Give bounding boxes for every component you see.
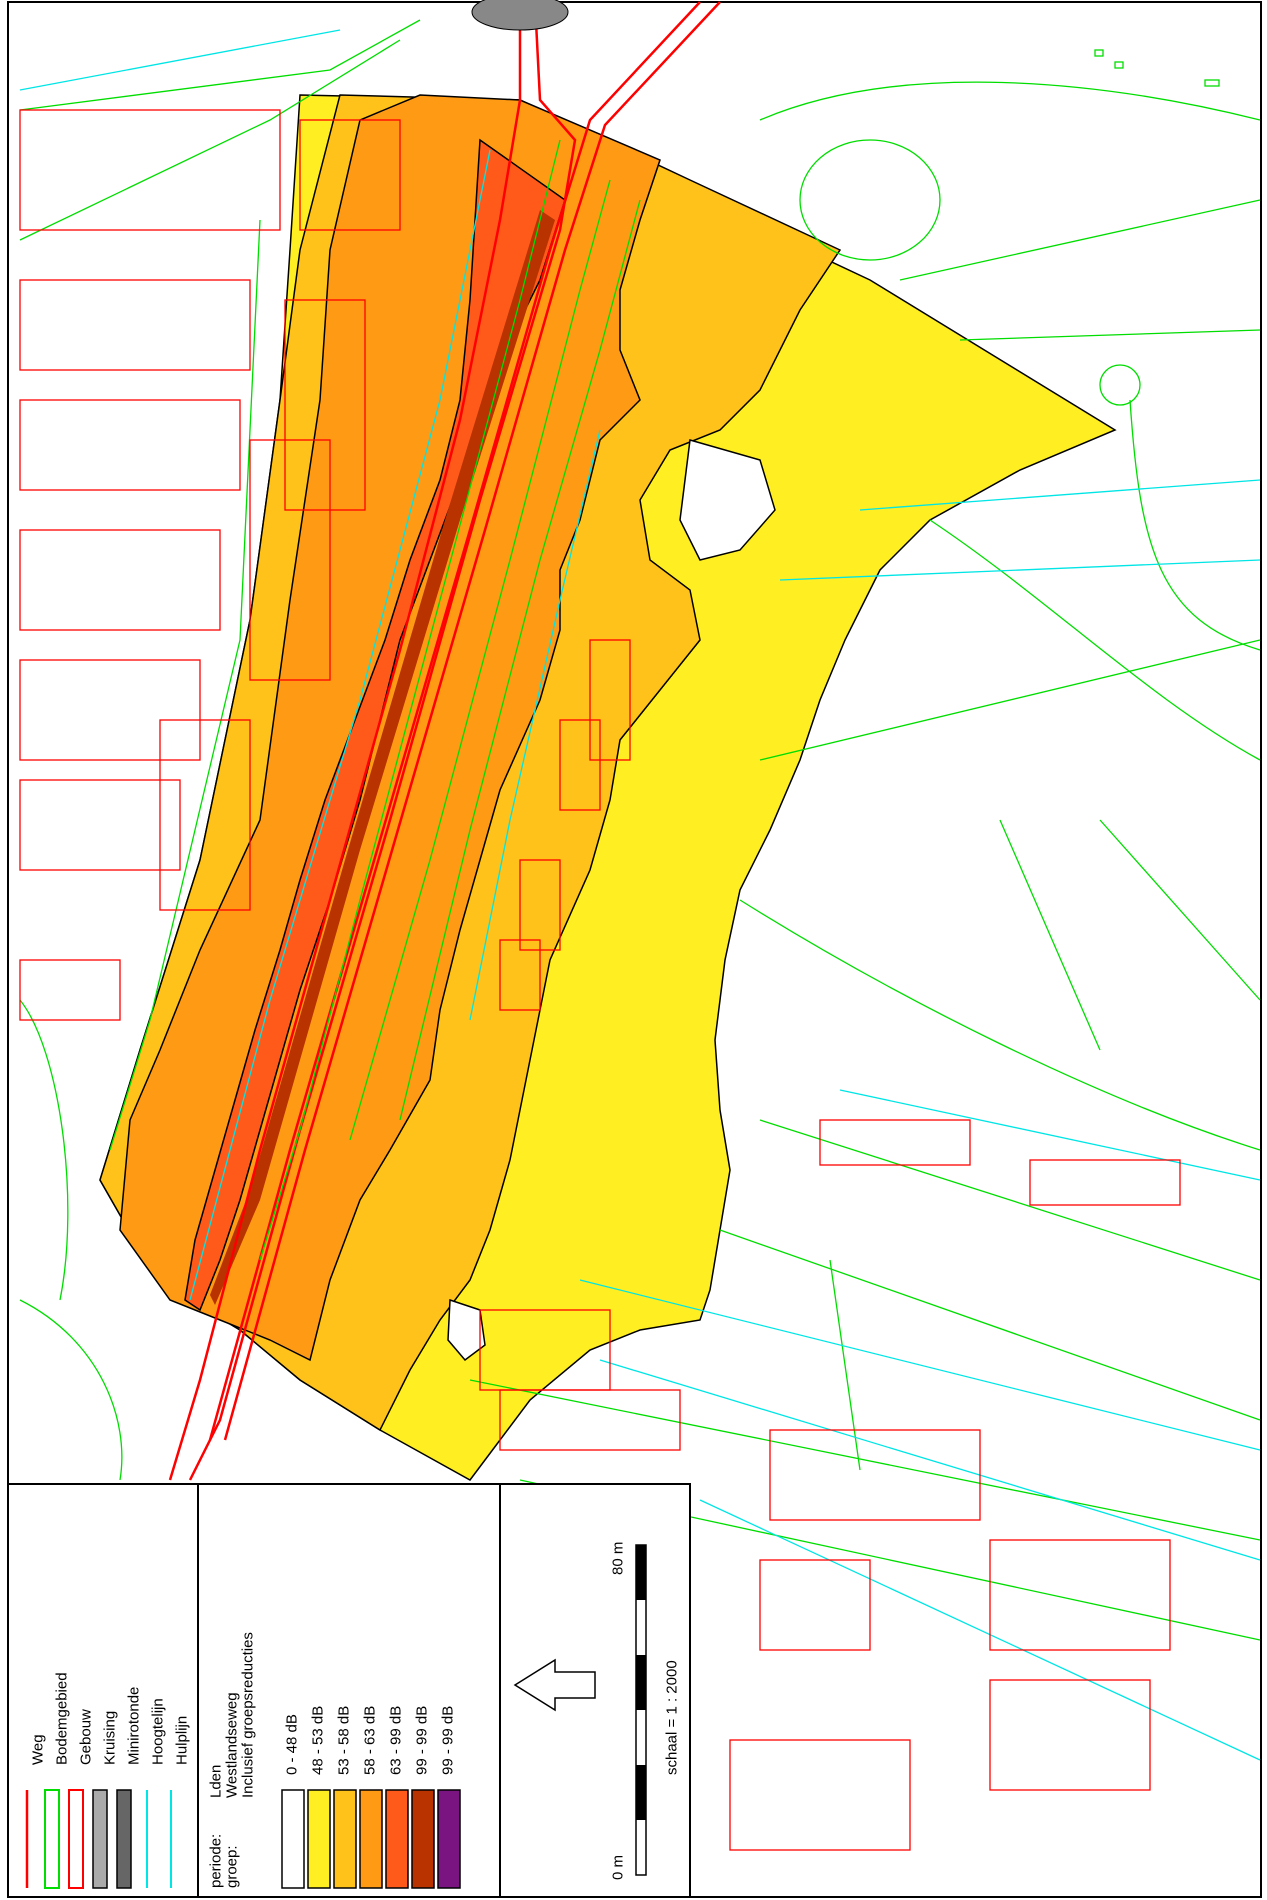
legend-label: Bodemgebied (53, 1672, 70, 1765)
mini-roundabout-icon (116, 1789, 132, 1889)
group-label: groep: (223, 1845, 240, 1888)
legend-class-label: 58 - 63 dB (361, 1706, 378, 1775)
group-note: Inclusief groepsreducties (239, 1632, 256, 1798)
legend-symbol-hoogtelijn: Hoogtelijn (146, 1698, 166, 1888)
legend-symbol-minirotonde: Minirotonde (116, 1687, 142, 1889)
height-lines (19, 29, 1261, 1761)
group-value: Westlandseweg (223, 1692, 240, 1798)
legend-symbol-kruising: Kruising (92, 1711, 118, 1889)
period-label: periode: (207, 1834, 224, 1888)
main-road-west (168, 2, 522, 1481)
crossing-icon (92, 1789, 108, 1889)
legend-symbol-weg: Weg (25, 1734, 46, 1888)
north-arrow-icon (513, 1658, 596, 1712)
legend-class-3: 58 - 63 dB (359, 1706, 383, 1889)
scale-bar: 0 m 80 m schaal = 1 : 2000 (609, 1542, 680, 1880)
legend-class-4: 63 - 99 dB (385, 1706, 409, 1889)
noise-contours (99, 94, 1117, 1481)
main-road-east (188, 1, 577, 1481)
legend-label: Gebouw (77, 1709, 94, 1765)
main-road-inner-2 (223, 1, 721, 1441)
legend-class-1: 48 - 53 dB (307, 1706, 331, 1889)
legend-label: Hoogtelijn (149, 1698, 166, 1765)
legend-class-label: 53 - 58 dB (335, 1706, 352, 1775)
legend-class-label: 99 - 99 dB (413, 1706, 430, 1775)
legend-class-swatch (307, 1789, 331, 1889)
legend-label: Minirotonde (125, 1687, 142, 1765)
legend-symbol-gebouw: Gebouw (68, 1709, 94, 1889)
scale-end: 80 m (609, 1542, 626, 1575)
legend-class-label: 99 - 99 dB (439, 1706, 456, 1775)
legend-class-6: 99 - 99 dB (437, 1706, 461, 1889)
building-icon (68, 1789, 84, 1889)
scale-start: 0 m (609, 1855, 626, 1880)
legend-class-swatch (359, 1789, 383, 1889)
legend-symbols: Weg Bodemgebied Gebouw Kruising Miniroto… (25, 1672, 190, 1889)
legend-class-swatch (437, 1789, 461, 1889)
mini-roundabout-top (471, 0, 569, 31)
period-value: Lden (207, 1765, 224, 1798)
ground-area-icon (44, 1789, 60, 1889)
roads (168, 1, 721, 1481)
legend-class-swatch (281, 1789, 305, 1889)
corner-hole (447, 1298, 486, 1362)
legend-class-label: 63 - 99 dB (387, 1706, 404, 1775)
legend-label: Hulplijn (173, 1716, 190, 1765)
legend-class-swatch (333, 1789, 357, 1889)
legend-symbol-bodemgebied: Bodemgebied (44, 1672, 70, 1889)
legend-class-swatch (411, 1789, 435, 1889)
legend-class-5: 99 - 99 dB (411, 1706, 435, 1889)
legend-class-0: 0 - 48 dB (281, 1714, 305, 1889)
legend-class-label: 48 - 53 dB (309, 1706, 326, 1775)
legend-class-2: 53 - 58 dB (333, 1706, 357, 1889)
courtyard-hole (679, 439, 776, 561)
ground-areas (19, 19, 1261, 1641)
scale-text: schaal = 1 : 2000 (663, 1660, 680, 1775)
legend-class-label: 0 - 48 dB (283, 1714, 300, 1775)
legend-label: Weg (29, 1734, 46, 1765)
legend-classes: 0 - 48 dB 48 - 53 dB 53 - 58 dB 58 - 63 dB 6… (281, 1706, 461, 1889)
main-road-inner (208, 1, 701, 1441)
legend-period-group: periode: groep: Lden Westlandseweg Inclu… (207, 1632, 256, 1888)
zone-99-99 (210, 210, 555, 1305)
legend-label: Kruising (101, 1711, 118, 1765)
legend-symbol-hulplijn: Hulplijn (170, 1716, 190, 1888)
buildings (19, 109, 1181, 1851)
legend-class-swatch (385, 1789, 409, 1889)
